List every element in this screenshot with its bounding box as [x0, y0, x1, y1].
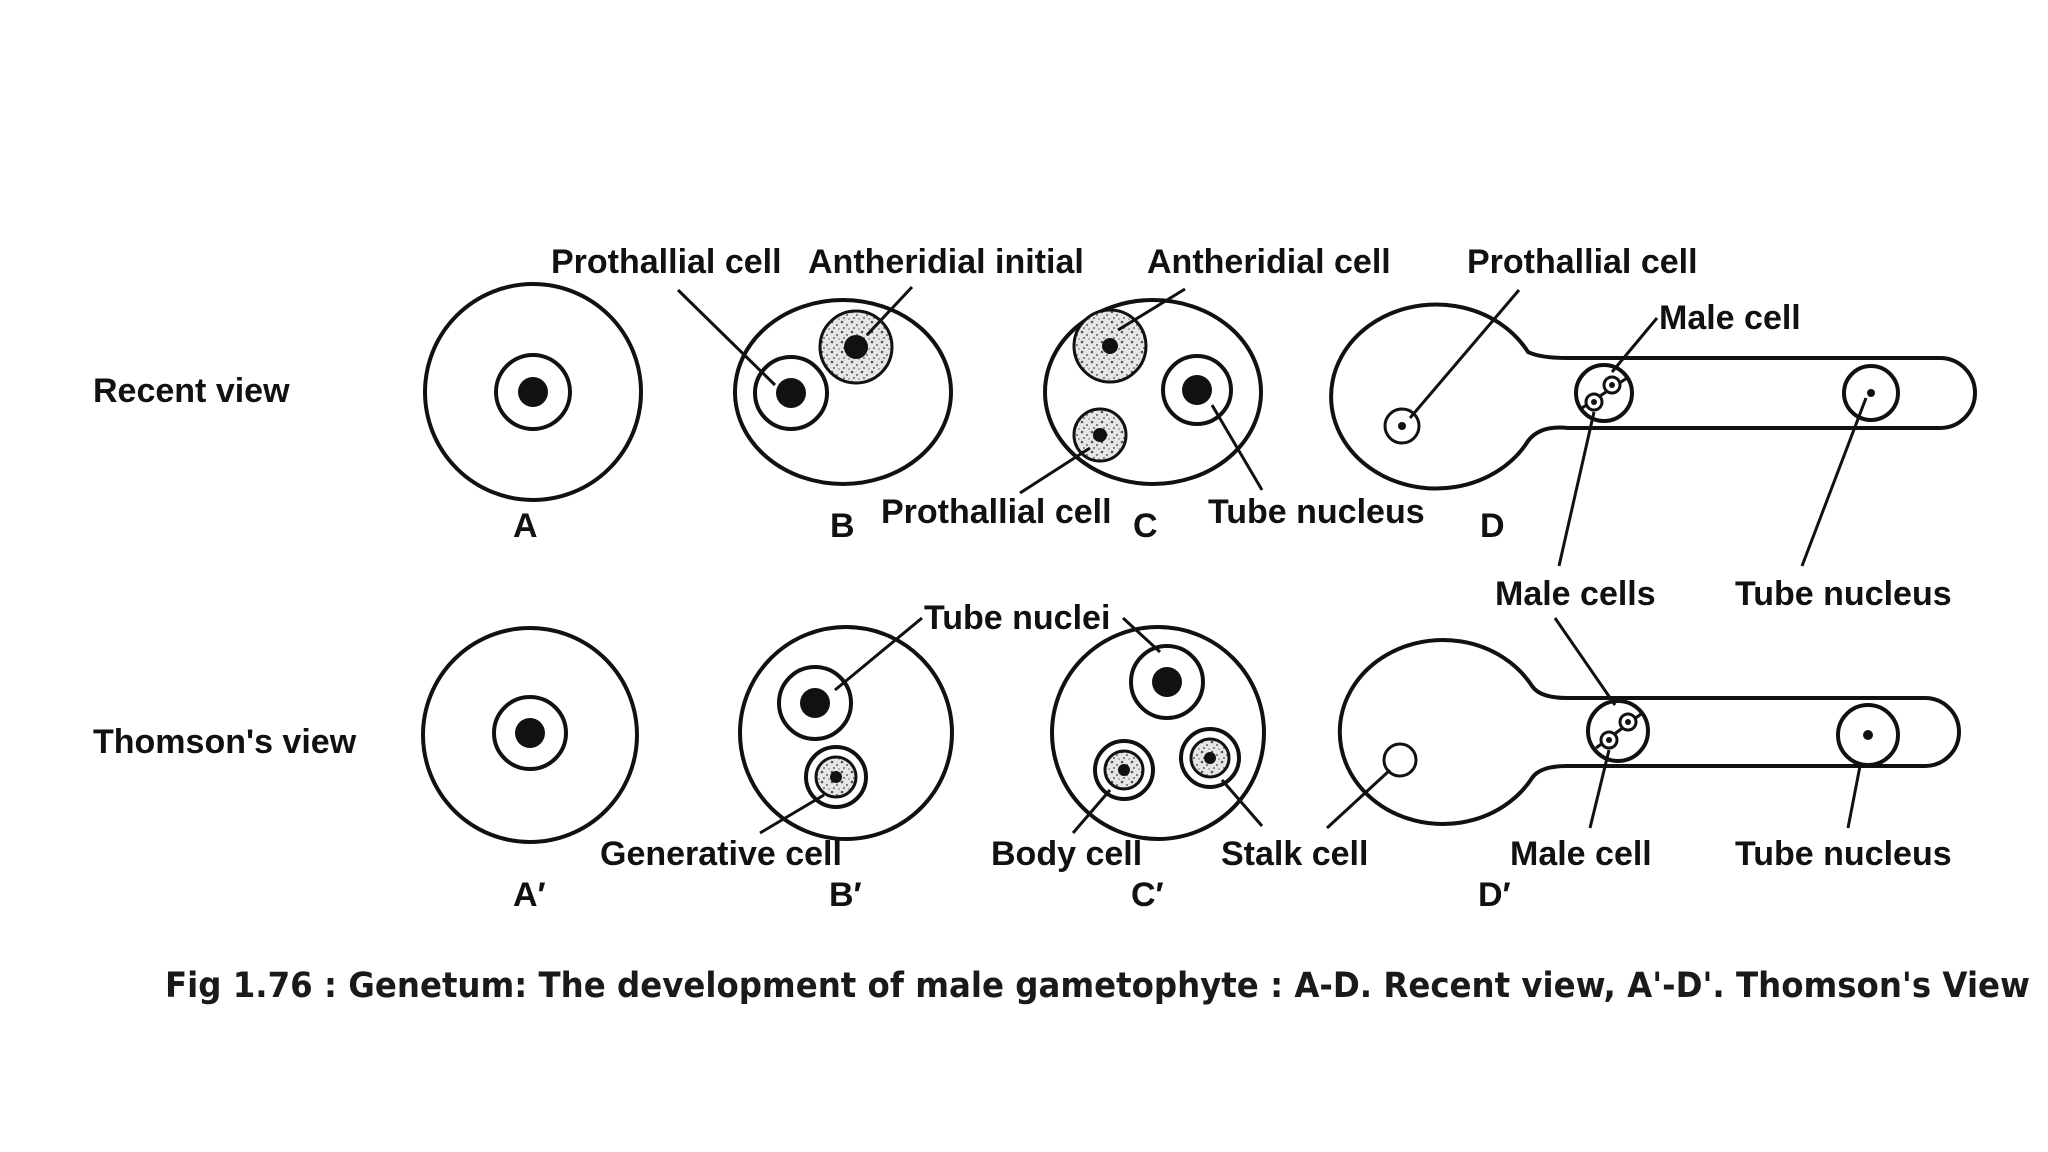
stage-D-grain	[1329, 302, 1977, 491]
label-d-tube-nucleus: Tube nucleus	[1735, 575, 1952, 613]
label-c2-body-cell: Body cell	[991, 835, 1142, 873]
stage-B-grain	[733, 298, 953, 486]
label-c-antheridial-cell: Antheridial cell	[1147, 243, 1391, 281]
leader-c2-tube	[1121, 616, 1162, 654]
label-d-male-cell: Male cell	[1659, 299, 1801, 337]
stage-A-grain	[423, 282, 643, 502]
row-label-thomson: Thomson's view	[93, 723, 357, 761]
stage-C-grain	[1043, 298, 1263, 486]
leader-c-antheridial	[1117, 287, 1186, 332]
stage-A2-grain	[421, 626, 639, 844]
stage-letter-C2: C′	[1131, 876, 1164, 914]
label-c-tube-nucleus: Tube nucleus	[1208, 493, 1425, 531]
leader-d2-tube	[1846, 765, 1862, 829]
stage-C2-grain	[1050, 625, 1266, 841]
figure-caption: Fig 1.76 : Genetum: The development of m…	[165, 966, 2030, 1006]
stage-letter-D2: D′	[1478, 876, 1511, 914]
leader-d-male-cell	[1610, 317, 1659, 373]
stage-D2-grain	[1337, 638, 1961, 826]
label-b2-tube-nuclei: Tube nuclei	[924, 599, 1110, 637]
stage-letter-A2: A′	[513, 876, 546, 914]
label-c2-stalk-cell: Stalk cell	[1221, 835, 1368, 873]
leader-d-male-cells	[1557, 411, 1596, 567]
leader-d-prothallial	[1408, 289, 1521, 419]
stage-letter-B2: B′	[829, 876, 862, 914]
leader-b-prothallial	[676, 288, 777, 387]
leader-c-tube	[1210, 404, 1264, 491]
stage-letter-C: C	[1133, 507, 1158, 545]
label-d-prothallial-cell: Prothallial cell	[1467, 243, 1698, 281]
label-d2-male-cell: Male cell	[1510, 835, 1652, 873]
label-d2-tube-nucleus: Tube nucleus	[1735, 835, 1952, 873]
stage-letter-A: A	[513, 507, 538, 545]
leader-b2-tube	[834, 616, 923, 692]
leader-d2-stalk	[1325, 768, 1392, 830]
leader-d2-male-cells	[1553, 617, 1617, 706]
leader-b2-generative	[759, 793, 825, 835]
label-d-male-cells: Male cells	[1495, 575, 1656, 613]
stage-letter-D: D	[1480, 507, 1505, 545]
leader-c2-body	[1071, 789, 1112, 834]
label-b-prothallial-cell: Prothallial cell	[551, 243, 782, 281]
label-b-antheridial-initial: Antheridial initial	[808, 243, 1084, 281]
stalk-cell-D2	[1382, 742, 1418, 778]
leader-d2-male-cell	[1588, 749, 1611, 829]
leader-c-prothallial	[1019, 446, 1091, 495]
row-label-recent: Recent view	[93, 372, 290, 410]
label-b2-generative-cell: Generative cell	[600, 835, 842, 873]
stage-letter-B: B	[830, 507, 855, 545]
leader-d-tube	[1800, 397, 1868, 567]
leader-b-antheridial	[865, 285, 914, 337]
leader-c2-stalk	[1220, 779, 1264, 827]
stage-B2-grain	[738, 625, 954, 841]
label-c-prothallial-cell: Prothallial cell	[881, 493, 1112, 531]
